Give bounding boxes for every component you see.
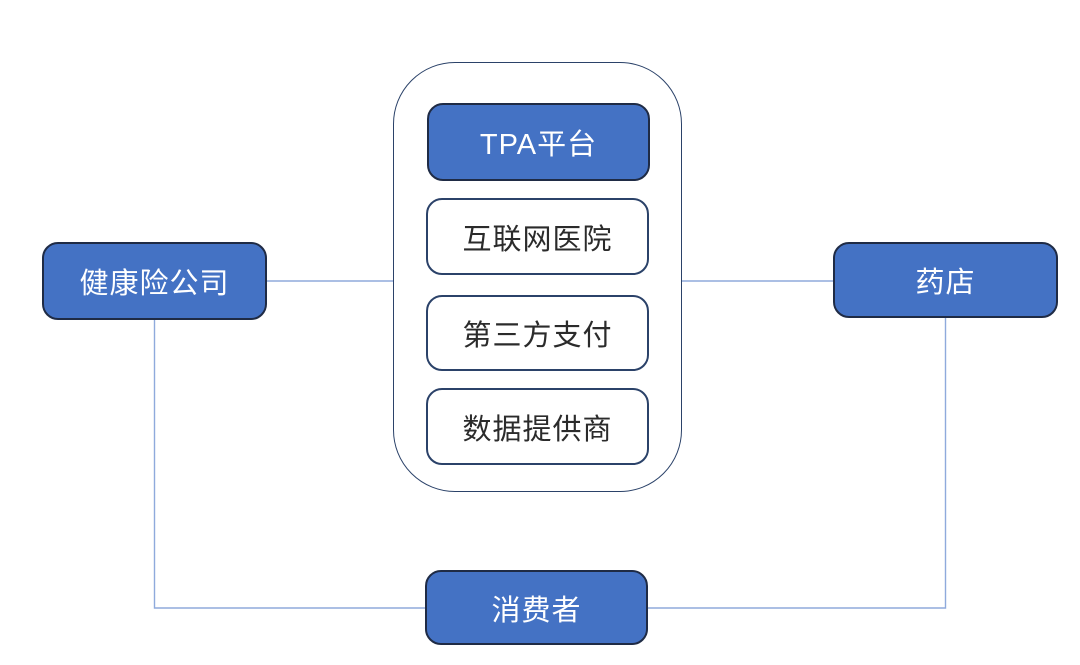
- connector-pharmacy-to-consumer: [648, 318, 947, 609]
- health-insurer-box: 健康险公司: [42, 242, 267, 320]
- third-party-payment-box: 第三方支付: [426, 295, 649, 371]
- tpa-platform-label: TPA平台: [479, 129, 598, 161]
- pharmacy-box: 药店: [833, 242, 1058, 318]
- internet-hospital-label: 互联网医院: [462, 223, 613, 256]
- pharmacy-label: 药店: [915, 267, 976, 299]
- data-provider-box: 数据提供商: [426, 388, 649, 465]
- data-provider-label: 数据提供商: [462, 413, 613, 446]
- consumer-label: 消费者: [491, 594, 582, 627]
- third-party-payment-label: 第三方支付: [462, 320, 613, 352]
- health-insurer-label: 健康险公司: [79, 268, 230, 300]
- connector-insurer-to-consumer: [153, 320, 425, 609]
- consumer-box: 消费者: [425, 570, 648, 645]
- platform-group-outline: [393, 62, 682, 492]
- tpa-platform-box: TPA平台: [427, 103, 650, 181]
- internet-hospital-box: 互联网医院: [426, 198, 649, 275]
